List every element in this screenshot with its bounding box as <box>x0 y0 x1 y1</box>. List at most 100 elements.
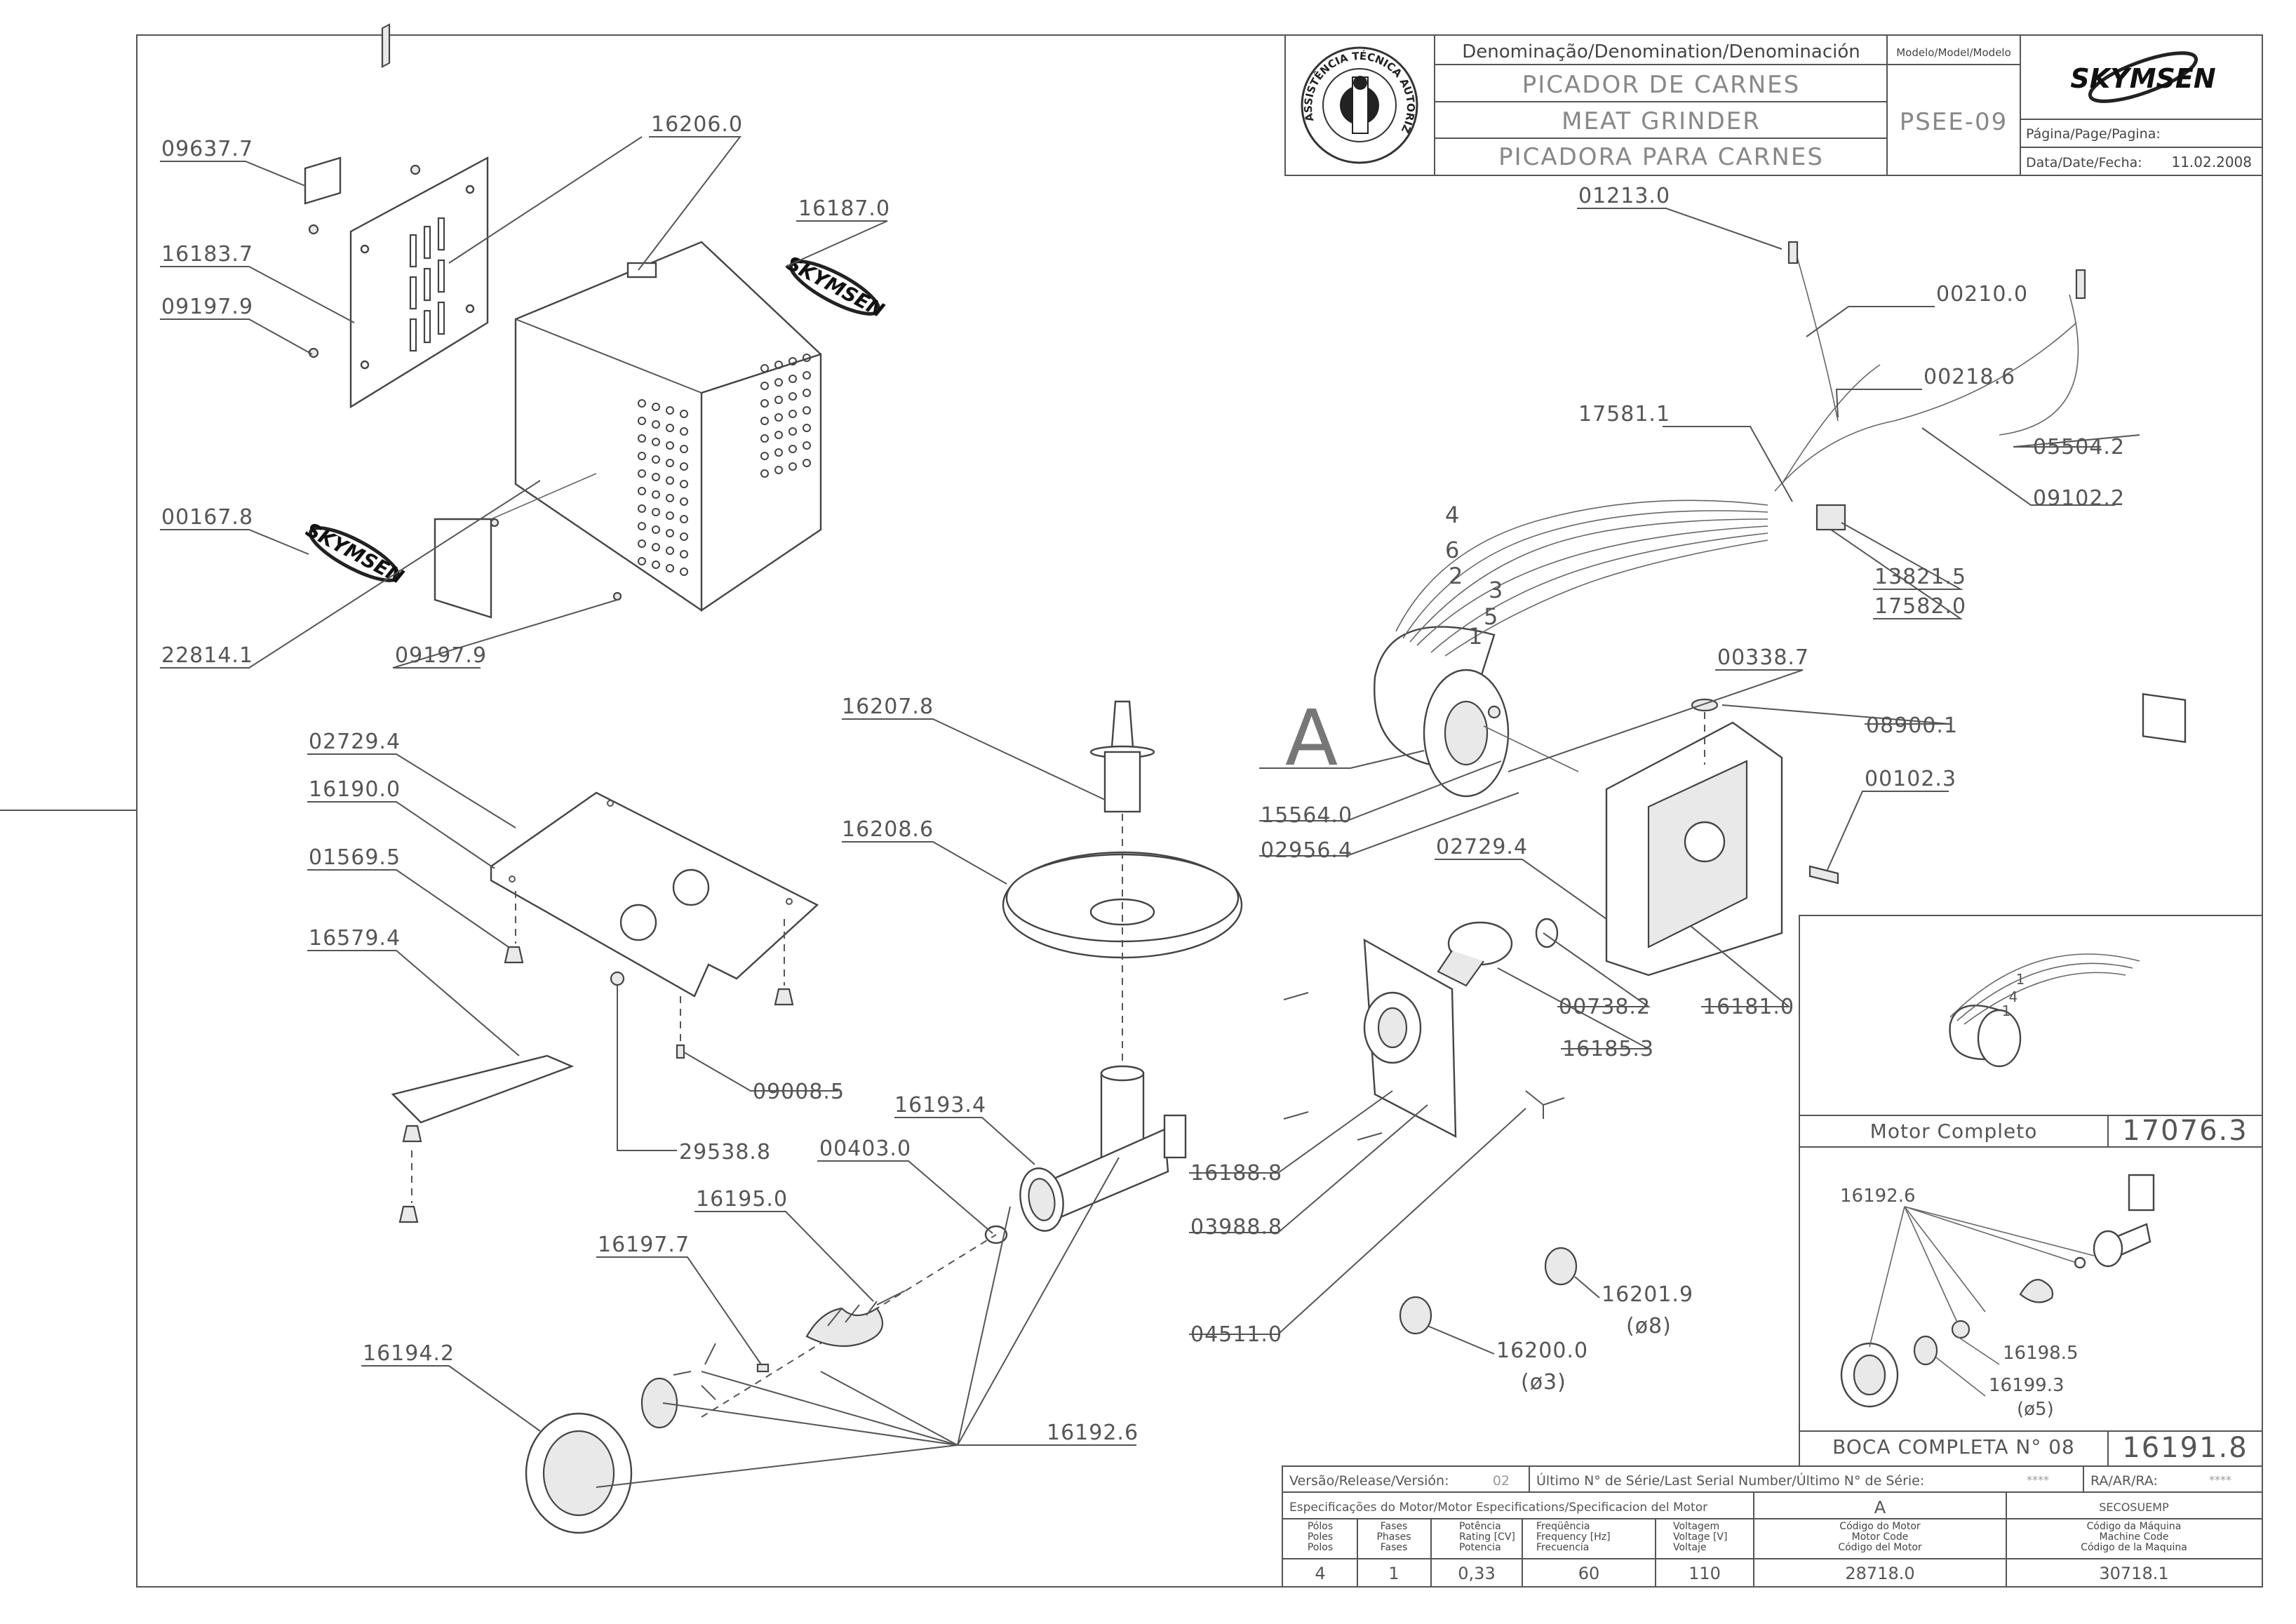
spec-phases: 1 <box>1388 1564 1399 1583</box>
svg-text:Potencia: Potencia <box>1459 1542 1501 1553</box>
callout-16188-8: 16188.8 <box>1190 1161 1282 1186</box>
inset-part-16192-6: 16192.6 <box>1840 1186 1916 1207</box>
head-complete-caption: BOCA COMPLETA N° 08 <box>1832 1435 2075 1458</box>
svg-text:Machine Code: Machine Code <box>2100 1531 2169 1543</box>
callout-16201-9-note: (ø8) <box>1626 1314 1672 1338</box>
callout-13821-5: 13821.5 <box>1874 565 1966 589</box>
spec-column-headers: Pólos Poles Polos Fases Phases Fases Pot… <box>1308 1521 2187 1553</box>
callout-00167-8: 00167.8 <box>161 505 253 530</box>
inset-head-complete: 16192.6 16198.5 16199.3 (ø5) BOCA COMPLE… <box>1799 1146 2263 1467</box>
wire-number: 4 <box>1445 502 1459 528</box>
inset-part-16199-3-note: (ø5) <box>2017 1399 2054 1420</box>
callout-16183-7: 16183.7 <box>161 242 253 267</box>
callout-16201-9: 16201.9 <box>1602 1282 1693 1307</box>
svg-text:Phases: Phases <box>1376 1531 1411 1543</box>
date-label: Data/Date/Fecha: <box>2026 155 2142 170</box>
svg-text:Código del Motor: Código del Motor <box>1838 1542 1922 1553</box>
svg-text:Pólos: Pólos <box>1308 1521 1333 1532</box>
callout-09197-9: 09197.9 <box>395 643 487 668</box>
callout-09102-2: 09102.2 <box>2033 486 2125 511</box>
callout-17582-0: 17582.0 <box>1874 594 1966 619</box>
callout-02956-4: 02956.4 <box>1261 838 1352 863</box>
skymsen-decal-top: SKYMSEN <box>783 251 888 322</box>
motor-spec-label: Especificações do Motor/Motor Especifica… <box>1289 1501 1707 1515</box>
version-label: Versão/Release/Versión: <box>1289 1473 1449 1489</box>
callout-16187-0: 16187.0 <box>798 196 890 221</box>
callout-02729-4: 02729.4 <box>309 730 401 754</box>
ra-value: **** <box>2209 1473 2231 1487</box>
callout-16194-2: 16194.2 <box>363 1341 455 1366</box>
callout-16185-3: 16185.3 <box>1562 1037 1654 1061</box>
base-plate-assembly <box>391 791 819 1223</box>
name-english: MEAT GRINDER <box>1562 107 1761 135</box>
callout-00403-0: 00403.0 <box>819 1136 911 1161</box>
inset-wire-1b: 1 <box>2002 1002 2011 1019</box>
callout-02729-4: 02729.4 <box>1436 835 1528 859</box>
svg-text:Código da Máquina: Código da Máquina <box>2087 1521 2182 1532</box>
page-label: Página/Page/Pagina: <box>2026 126 2161 142</box>
wire-number: 1 <box>1468 623 1482 650</box>
callout-03988-8: 03988.8 <box>1190 1215 1282 1240</box>
callout-16193-4: 16193.4 <box>894 1093 986 1118</box>
callout-16200-0-note: (ø3) <box>1521 1370 1566 1395</box>
denomination-header: Denominação/Denomination/Denominación <box>1462 41 1860 62</box>
skymsen-decal-side: SKYMSEN <box>302 518 408 589</box>
inset-part-16198-5: 16198.5 <box>2003 1343 2079 1364</box>
model-header: Modelo/Model/Modelo <box>1896 46 2011 59</box>
motor-and-wiring <box>1283 241 2187 1335</box>
callout-16207-8: 16207.8 <box>842 694 934 719</box>
callout-16208-6: 16208.6 <box>842 817 934 842</box>
svg-text:Freqüência: Freqüência <box>1536 1521 1590 1532</box>
callout-00338-7: 00338.7 <box>1717 645 1809 670</box>
model-number: PSEE-09 <box>1900 108 2008 136</box>
spec-motor-code: 28718.0 <box>1845 1564 1914 1583</box>
svg-text:Fases: Fases <box>1381 1521 1408 1532</box>
callout-00102-3: 00102.3 <box>1865 767 1956 791</box>
callout-00738-2: 00738.2 <box>1559 995 1651 1019</box>
svg-text:Código do Motor: Código do Motor <box>1839 1521 1921 1532</box>
callouts: 09637.7 16206.0 16187.0 16183.7 09197.9 … <box>160 112 2140 1488</box>
serial-label: Último N° de Série/Last Serial Number/Úl… <box>1536 1472 1924 1489</box>
svg-text:SKYMSEN: SKYMSEN <box>2070 63 2215 94</box>
wire-numbers: 4 6 2 3 5 1 <box>1445 502 1503 650</box>
head-complete-code: 16191.8 <box>2122 1432 2248 1464</box>
back-plate-assembly <box>304 23 489 409</box>
svg-text:Voltage [V]: Voltage [V] <box>1673 1531 1727 1543</box>
svg-text:Código de la Maquina: Código de la Maquina <box>2081 1542 2187 1553</box>
view-letter-a: A <box>1285 693 1338 783</box>
callout-29538-8: 29538.8 <box>679 1140 771 1165</box>
callout-09008-5: 09008.5 <box>753 1080 845 1104</box>
spec-poles: 4 <box>1315 1564 1325 1583</box>
callout-16181-0: 16181.0 <box>1703 995 1794 1019</box>
date-value: 11.02.2008 <box>2171 154 2252 170</box>
callout-15564-0: 15564.0 <box>1261 803 1352 828</box>
motor-complete-caption: Motor Completo <box>1870 1120 2038 1143</box>
callout-01569-5: 01569.5 <box>309 845 401 870</box>
callout-16579-4: 16579.4 <box>309 926 401 951</box>
motor-letter: A <box>1874 1498 1886 1517</box>
inset-part-16199-3: 16199.3 <box>1989 1375 2065 1396</box>
svg-text:SKYMSEN: SKYMSEN <box>783 251 888 322</box>
wire-number: 3 <box>1489 577 1503 603</box>
name-portuguese: PICADOR DE CARNES <box>1522 71 1801 99</box>
svg-text:Polos: Polos <box>1308 1542 1333 1553</box>
callout-04511-0: 04511.0 <box>1190 1322 1282 1347</box>
svg-text:Voltaje: Voltaje <box>1673 1542 1707 1553</box>
callout-00210-0: 00210.0 <box>1936 282 2028 307</box>
inset-wire-1a: 1 <box>2016 971 2025 988</box>
title-block: ASSISTÊNCIA TÉCNICA AUTORIZADA Denominaç… <box>0 0 2263 176</box>
callout-09197-9: 09197.9 <box>161 295 253 319</box>
name-spanish: PICADORA PARA CARNES <box>1498 143 1824 171</box>
callout-16195-0: 16195.0 <box>696 1187 788 1212</box>
wire-number: 6 <box>1445 537 1459 563</box>
callout-16200-0: 16200.0 <box>1496 1338 1588 1363</box>
callout-08900-1: 08900.1 <box>1866 713 1958 738</box>
callout-22814-1: 22814.1 <box>161 643 253 668</box>
ra-label: RA/AR/RA: <box>2090 1473 2158 1489</box>
svg-text:Rating [CV]: Rating [CV] <box>1459 1531 1515 1543</box>
spec-frequency: 60 <box>1578 1564 1600 1583</box>
spec-voltage: 110 <box>1689 1564 1721 1583</box>
svg-text:Potência: Potência <box>1459 1521 1501 1532</box>
wire-number: 2 <box>1449 563 1463 589</box>
